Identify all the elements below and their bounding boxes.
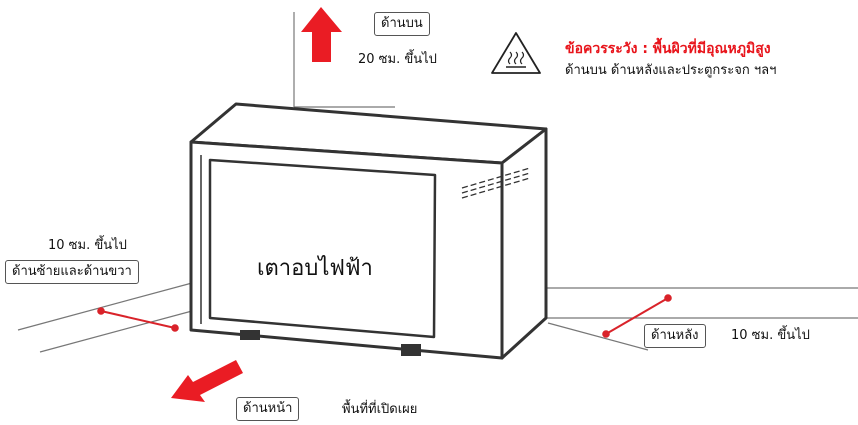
sides-label: ด้านซ้ายและด้านขวา [12, 264, 132, 279]
back-label-box: ด้านหลัง [644, 324, 706, 348]
oven-illustration [189, 102, 548, 360]
warning-text: ด้านบน ด้านหลังและประตูกระจก ฯลฯ [565, 63, 777, 78]
front-note: พื้นที่ที่เปิดเผย [342, 402, 418, 417]
back-distance: 10 ซม. ขึ้นไป [731, 328, 810, 343]
up-arrow [301, 7, 342, 62]
back-label: ด้านหลัง [651, 328, 699, 343]
top-label-box: ด้านบน [374, 12, 430, 36]
hot-surface-icon [491, 32, 541, 74]
appliance-name: เตาอบไฟฟ้า [257, 256, 373, 281]
front-label: ด้านหน้า [243, 401, 293, 416]
floor-lines [17, 282, 858, 353]
sides-distance: 10 ซม. ขึ้นไป [48, 238, 127, 253]
clearance-lines [97, 294, 672, 338]
top-distance: 20 ซม. ขึ้นไป [358, 52, 437, 67]
front-arrow [171, 360, 243, 402]
sides-label-box: ด้านซ้ายและด้านขวา [5, 260, 139, 284]
wall-lines [293, 12, 395, 108]
warning-title: ข้อควรระวัง : พื้นผิวที่มีอุณหภูมิสูง [565, 41, 771, 57]
front-label-box: ด้านหน้า [236, 397, 300, 421]
top-label: ด้านบน [381, 16, 423, 31]
